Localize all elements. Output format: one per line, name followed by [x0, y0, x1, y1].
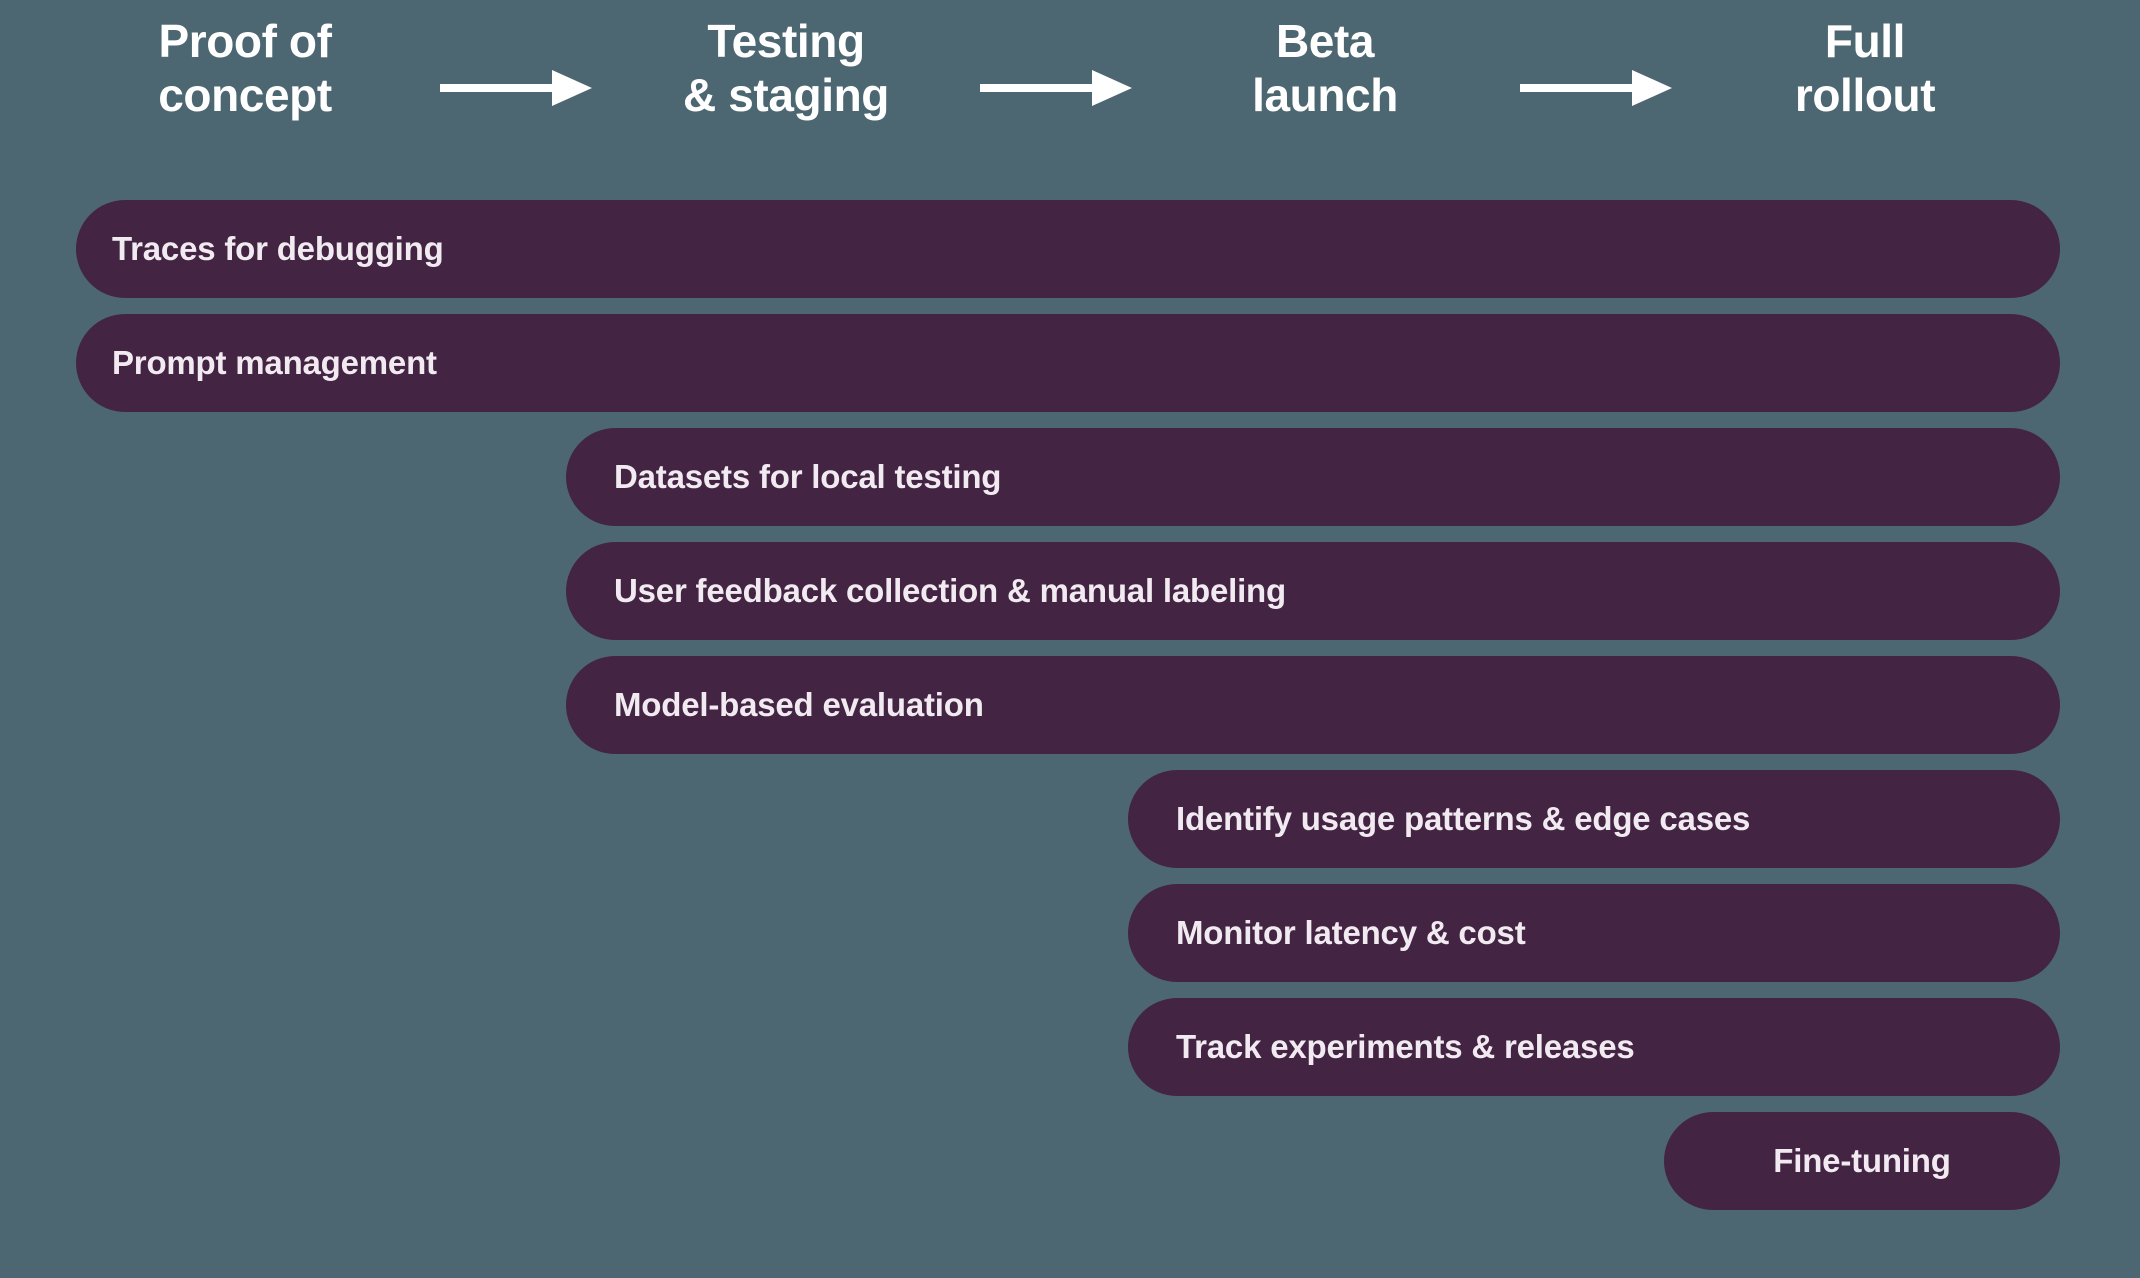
capability-bar: Datasets for local testing	[566, 428, 2060, 526]
capability-bar: Model-based evaluation	[566, 656, 2060, 754]
right-arrow-icon	[980, 70, 1132, 106]
arrow-head	[1092, 70, 1132, 106]
phase-header-beta-launch: Beta launch	[1252, 15, 1398, 122]
phase-header-testing-and-staging: Testing & staging	[683, 15, 889, 122]
capability-label: Datasets for local testing	[614, 458, 1002, 495]
capability-label: Prompt management	[112, 344, 437, 381]
capability-label: Fine-tuning	[1773, 1142, 1951, 1179]
arrow-shaft	[440, 84, 562, 92]
capability-bar: User feedback collection & manual labeli…	[566, 542, 2060, 640]
arrow-head	[552, 70, 592, 106]
capability-label: Monitor latency & cost	[1176, 914, 1526, 951]
right-arrow-icon	[1520, 70, 1672, 106]
capability-label: Track experiments & releases	[1176, 1028, 1635, 1065]
right-arrow-icon	[440, 70, 592, 106]
capability-bar: Fine-tuning	[1664, 1112, 2060, 1210]
arrow-shaft	[980, 84, 1102, 92]
capability-bar: Monitor latency & cost	[1128, 884, 2060, 982]
capability-label: Traces for debugging	[112, 230, 444, 267]
capability-bar: Prompt management	[76, 314, 2060, 412]
capability-label: Model-based evaluation	[614, 686, 984, 723]
arrow-shaft	[1520, 84, 1642, 92]
capability-label: Identify usage patterns & edge cases	[1176, 800, 1751, 837]
capability-bar: Traces for debugging	[76, 200, 2060, 298]
phase-header-full-rollout: Full rollout	[1794, 15, 1936, 122]
arrow-head	[1632, 70, 1672, 106]
phase-header-proof-of-concept: Proof of concept	[158, 15, 332, 122]
capability-bar: Identify usage patterns & edge cases	[1128, 770, 2060, 868]
capability-label: User feedback collection & manual labeli…	[614, 572, 1286, 609]
capability-bar: Track experiments & releases	[1128, 998, 2060, 1096]
